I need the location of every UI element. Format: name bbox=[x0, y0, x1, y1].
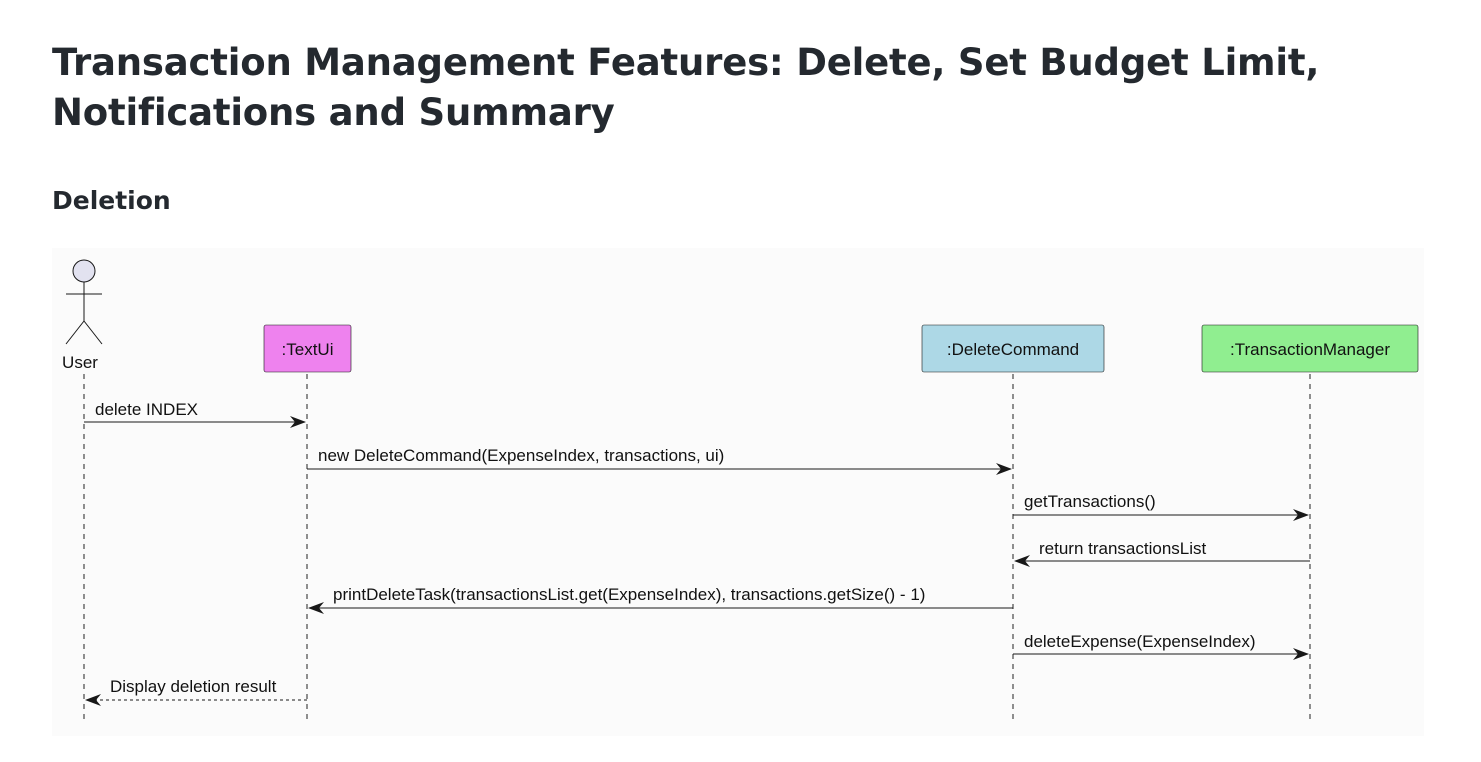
message-return-transactions-list: return transactionsList bbox=[1014, 539, 1310, 567]
participant-textui-label: :TextUi bbox=[282, 340, 334, 359]
message-label: Display deletion result bbox=[110, 677, 277, 696]
participant-deletecommand-label: :DeleteCommand bbox=[947, 340, 1079, 359]
message-label: return transactionsList bbox=[1039, 539, 1207, 558]
message-display-deletion-result: Display deletion result bbox=[85, 677, 307, 706]
participant-transactionmanager-box bbox=[1201, 324, 1419, 373]
actor-user-head bbox=[72, 259, 96, 283]
participant-deletecommand-box bbox=[921, 324, 1105, 373]
message-delete-expense: deleteExpense(ExpenseIndex) bbox=[1013, 632, 1309, 660]
participant-transactionmanager-label: :TransactionManager bbox=[1230, 340, 1390, 359]
message-label: getTransactions() bbox=[1024, 492, 1156, 511]
participant-deletecommand: :DeleteCommand bbox=[921, 324, 1105, 373]
message-new-deletecommand: new DeleteCommand(ExpenseIndex, transact… bbox=[307, 446, 1012, 475]
message-label: printDeleteTask(transactionsList.get(Exp… bbox=[333, 585, 925, 604]
actor-user-label: User bbox=[62, 353, 98, 372]
page-title: Transaction Management Features: Delete,… bbox=[52, 41, 1320, 134]
participant-textui-box bbox=[263, 324, 352, 373]
participant-transactionmanager: :TransactionManager bbox=[1201, 324, 1419, 373]
message-label: delete INDEX bbox=[95, 400, 198, 419]
message-label: new DeleteCommand(ExpenseIndex, transact… bbox=[318, 446, 724, 465]
message-print-delete-task: printDeleteTask(transactionsList.get(Exp… bbox=[308, 585, 1013, 614]
message-get-transactions: getTransactions() bbox=[1013, 492, 1309, 521]
actor-user: User bbox=[62, 259, 103, 372]
participant-textui: :TextUi bbox=[263, 324, 352, 373]
message-delete-index: delete INDEX bbox=[84, 400, 306, 428]
message-label: deleteExpense(ExpenseIndex) bbox=[1024, 632, 1256, 651]
sequence-diagram: User :TextUi :DeleteCommand :Transaction… bbox=[52, 248, 1424, 736]
section-heading-deletion: Deletion bbox=[52, 186, 171, 215]
